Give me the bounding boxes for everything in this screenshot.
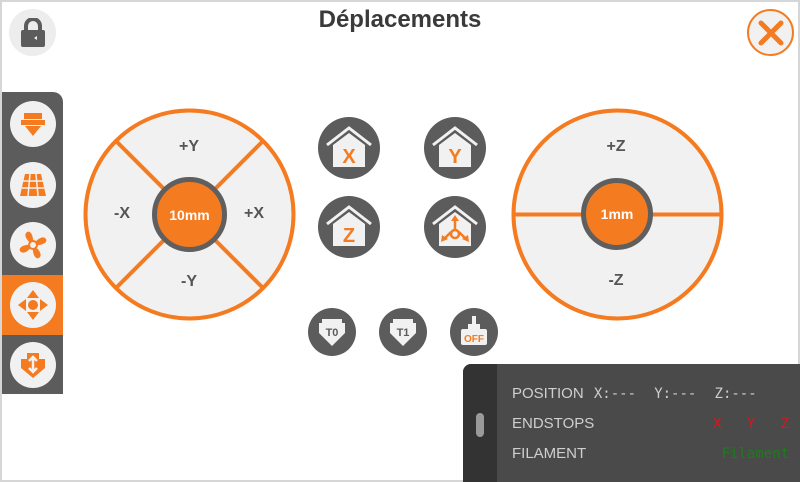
- sidebar: [2, 92, 63, 394]
- drag-handle[interactable]: [476, 413, 484, 437]
- endstop-z: Z: [780, 416, 789, 432]
- jog-plus-y-button[interactable]: +Y: [178, 138, 200, 155]
- lock-button[interactable]: [9, 9, 56, 56]
- tool-t0-button[interactable]: T0: [308, 308, 356, 356]
- status-panel-handle-bar[interactable]: [463, 364, 497, 482]
- tool-t1-icon: T1: [390, 319, 416, 346]
- motors-off-label: OFF: [464, 334, 484, 345]
- tool-t0-icon: T0: [319, 319, 345, 346]
- page-title: Déplacements: [318, 6, 482, 33]
- jog-minus-y-button[interactable]: -Y: [181, 273, 197, 290]
- status-panel: POSITION X:--- Y:--- Z:--- ENDSTOPS X Y …: [463, 364, 800, 482]
- home-y-button[interactable]: Y: [424, 117, 486, 179]
- filament-label: FILAMENT: [512, 445, 587, 462]
- home-z-label: Z: [343, 225, 355, 247]
- close-button[interactable]: [747, 9, 794, 56]
- position-row: POSITION X:--- Y:--- Z:---: [512, 385, 757, 402]
- filament-row: FILAMENT Filament: [512, 445, 789, 462]
- tool-t1-button[interactable]: T1: [379, 308, 427, 356]
- home-z-button[interactable]: Z: [318, 196, 380, 258]
- filament-load-icon: [20, 353, 45, 378]
- home-x-label: X: [342, 146, 356, 168]
- sidebar-item-bed-leveling[interactable]: [2, 155, 63, 215]
- home-x-button[interactable]: X: [318, 117, 380, 179]
- z-jog-pad: +Z -Z 1mm: [510, 107, 725, 322]
- tool-t0-label: T0: [326, 327, 339, 339]
- fan-icon: [19, 231, 46, 259]
- jog-minus-x-button[interactable]: -X: [114, 205, 130, 222]
- sidebar-item-extruder[interactable]: [2, 94, 63, 154]
- endstop-y: Y: [746, 416, 756, 432]
- xy-jog-pad: +Y -Y -X +X 10mm: [82, 107, 297, 322]
- z-step-size-button[interactable]: 1mm: [581, 178, 653, 250]
- endstop-x: X: [713, 416, 722, 432]
- sidebar-item-fan[interactable]: [2, 215, 63, 275]
- sidebar-item-filament-load[interactable]: [2, 335, 63, 395]
- move-arrows-icon: [17, 290, 48, 320]
- position-z: Z:---: [714, 386, 757, 402]
- position-x: X:---: [593, 386, 637, 402]
- home-all-icon: [432, 205, 478, 246]
- sidebar-item-move[interactable]: [2, 275, 63, 335]
- jog-plus-x-button[interactable]: +X: [243, 205, 265, 222]
- xy-step-size-button[interactable]: 10mm: [152, 177, 227, 252]
- position-label: POSITION: [512, 385, 584, 402]
- tool-t1-label: T1: [397, 327, 410, 339]
- motors-off-icon: OFF: [461, 316, 487, 345]
- home-y-icon: Y: [432, 126, 478, 168]
- position-y: Y:---: [654, 386, 697, 402]
- jog-minus-z-button[interactable]: -Z: [608, 272, 624, 289]
- jog-plus-z-button[interactable]: +Z: [606, 138, 626, 155]
- home-x-icon: X: [326, 126, 372, 168]
- endstops-label: ENDSTOPS: [512, 415, 595, 432]
- lock-icon: [20, 17, 45, 47]
- close-icon: [758, 20, 783, 45]
- motors-off-button[interactable]: OFF: [450, 308, 498, 356]
- filament-status: Filament: [721, 446, 789, 462]
- bed-grid-icon: [19, 173, 46, 197]
- home-all-button[interactable]: [424, 196, 486, 258]
- home-z-icon: Z: [326, 205, 372, 247]
- endstops-row: ENDSTOPS X Y Z: [512, 415, 789, 432]
- extruder-icon: [20, 113, 45, 136]
- home-y-label: Y: [448, 146, 462, 168]
